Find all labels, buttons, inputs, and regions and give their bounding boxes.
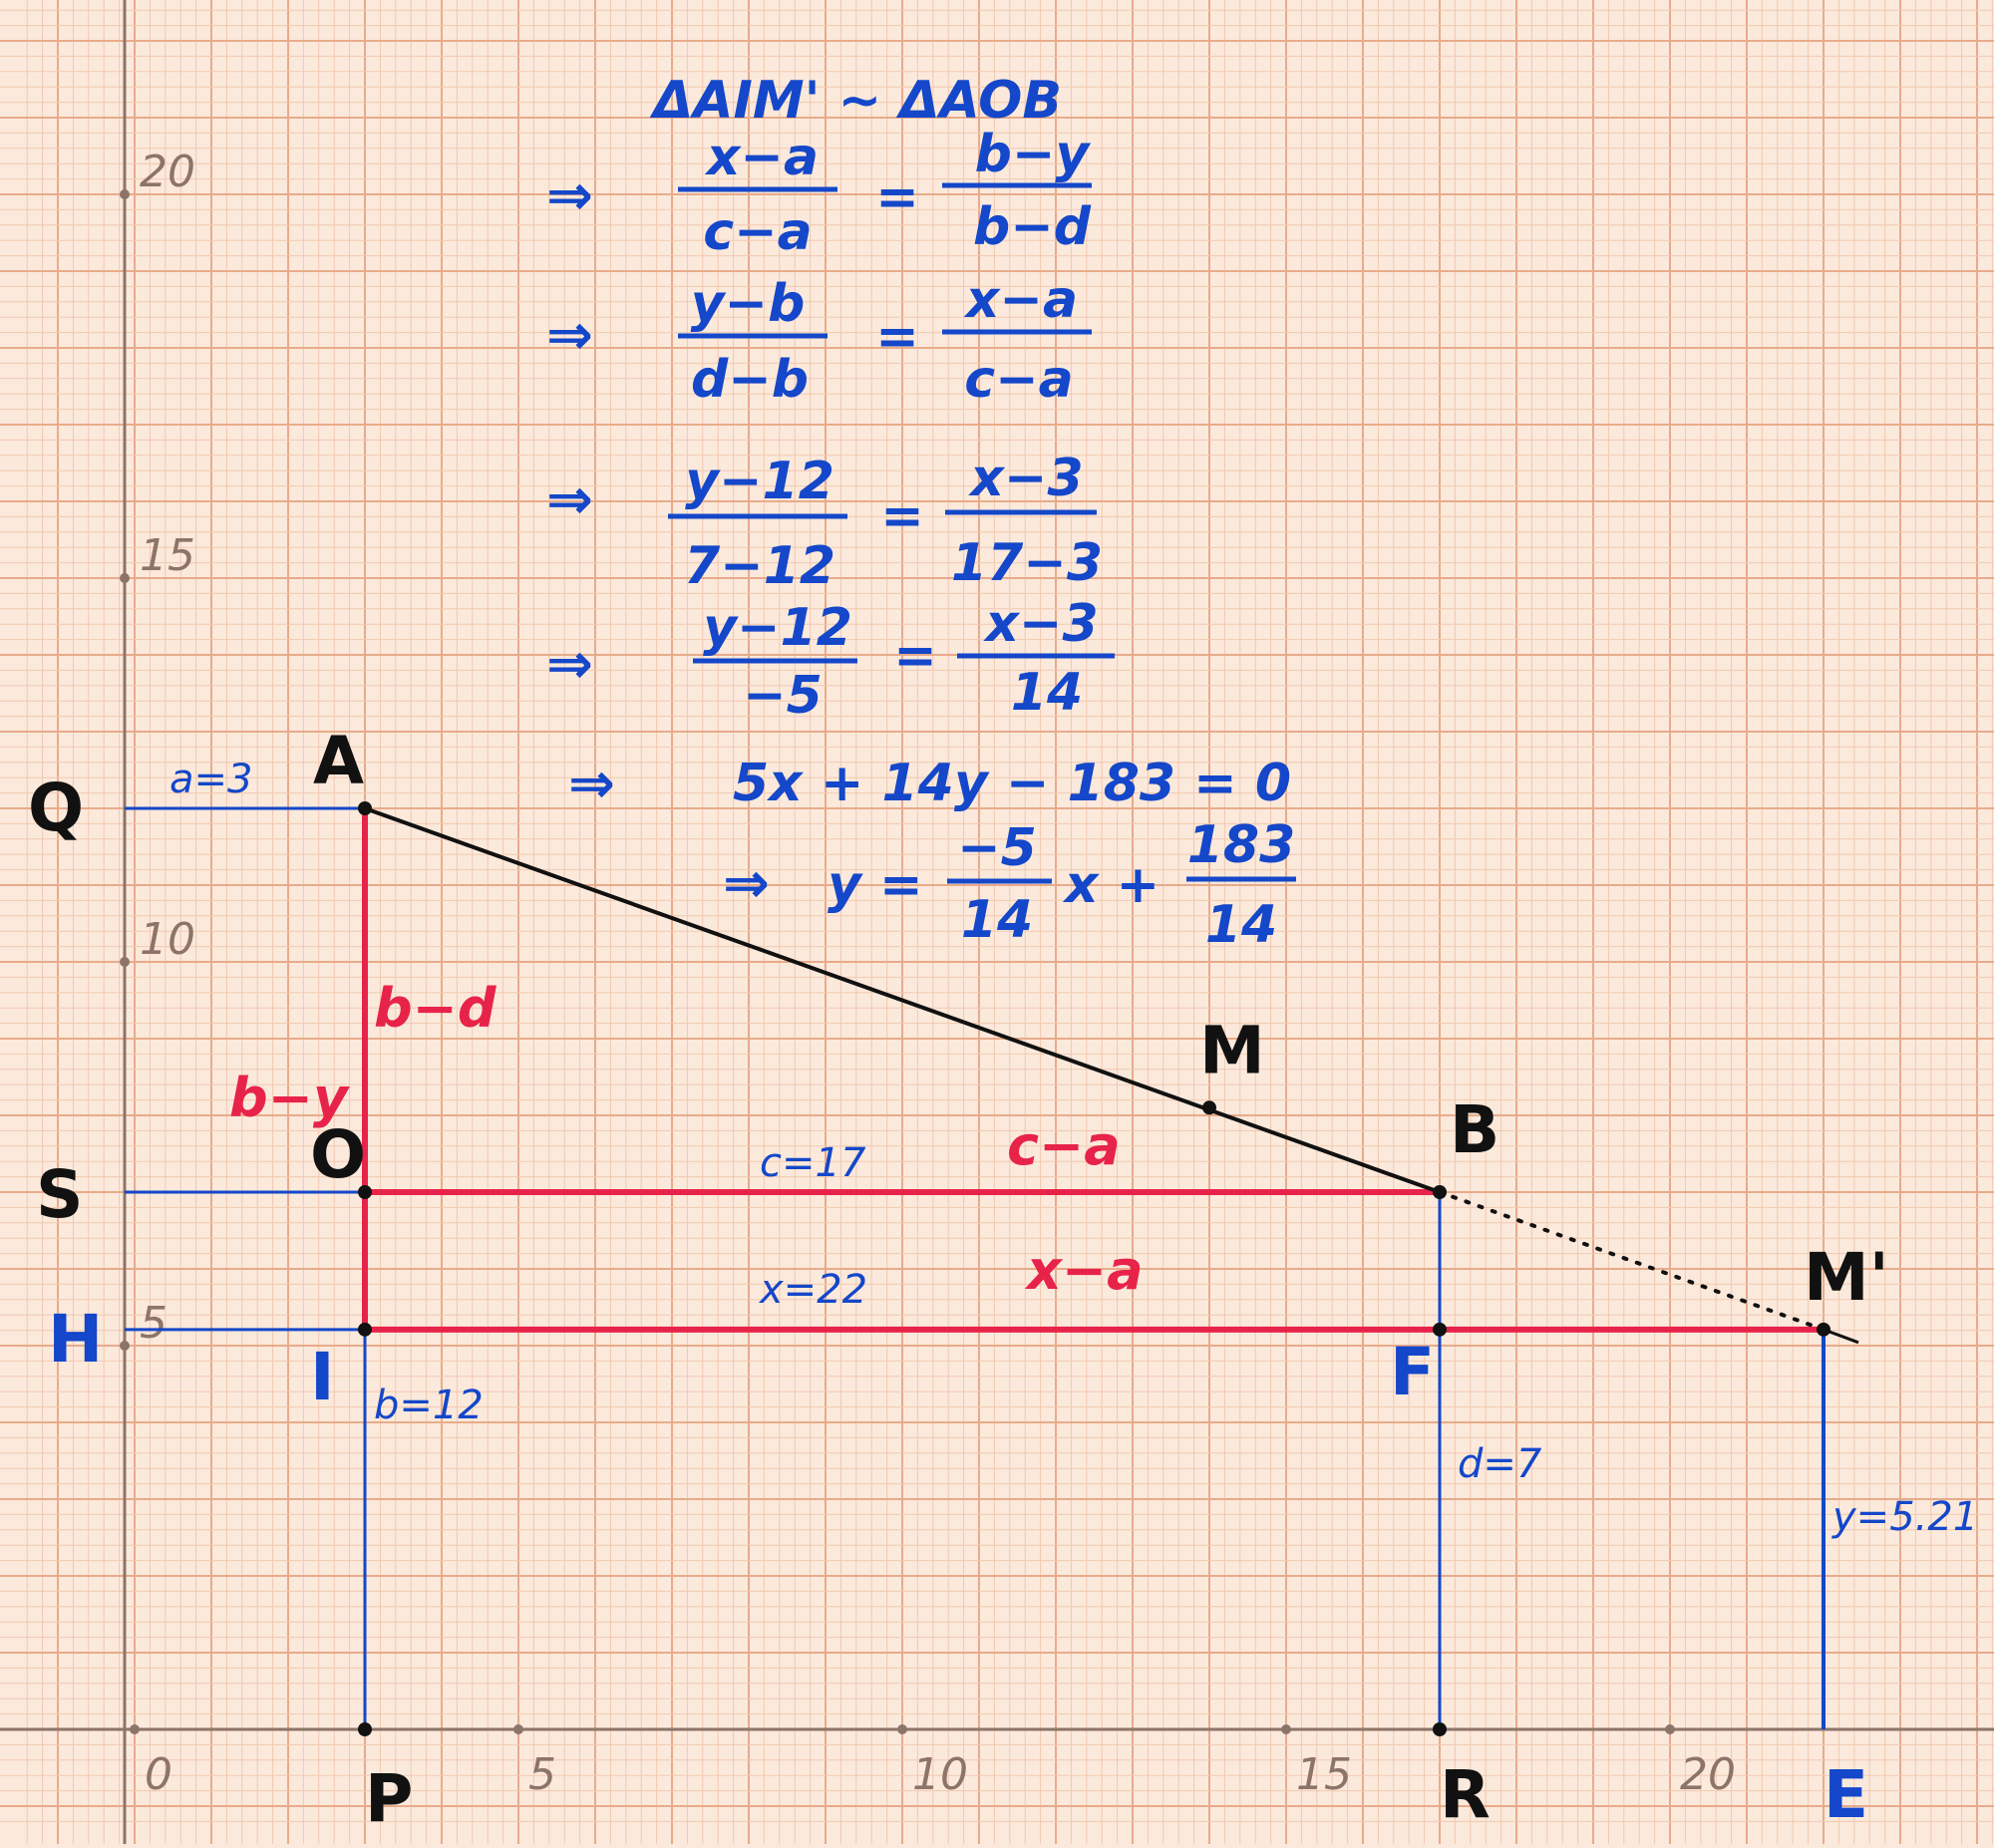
general-form-equation: 5x + 14y − 183 = 0 xyxy=(733,754,1291,813)
y-tick-mark xyxy=(120,573,130,583)
final-eq-frac1-denominator: 14 xyxy=(961,890,1033,950)
eq3-lhs-numerator: y−12 xyxy=(685,452,834,511)
final-eq-frac2-numerator: 183 xyxy=(1187,815,1296,875)
eq4-lhs-denominator: −5 xyxy=(743,666,823,726)
point-label-R: R xyxy=(1440,1756,1491,1833)
line-A-B xyxy=(364,806,1441,1194)
implies-arrow-5: ⇒ xyxy=(568,752,615,816)
point-dot-a xyxy=(358,801,372,815)
label-c: c=17 xyxy=(760,1140,866,1186)
point-dot-p xyxy=(358,1722,372,1736)
point-label-F: F xyxy=(1390,1334,1435,1410)
label-b-minus-y: b−y xyxy=(229,1067,351,1129)
implies-arrow-2: ⇒ xyxy=(546,303,593,368)
y-tick-label: 15 xyxy=(140,530,195,581)
axis-ticks: 0 5 10 15 20 5 10 15 20 xyxy=(120,147,1736,1800)
point-label-M: M xyxy=(1199,1012,1265,1088)
implies-arrow-6: ⇒ xyxy=(723,851,770,916)
x-tick-label: 5 xyxy=(528,1749,556,1800)
point-label-H: H xyxy=(48,1301,103,1378)
y-tick-label: 10 xyxy=(140,914,195,965)
eq1-rhs-denominator: b−d xyxy=(973,197,1092,257)
point-dot-i xyxy=(358,1322,372,1337)
point-label-B: B xyxy=(1450,1091,1499,1168)
point-dot-o xyxy=(358,1185,372,1199)
similarity-title: ΔAIM' ~ ΔAOB xyxy=(649,71,1062,131)
final-eq-frac1-numerator: −5 xyxy=(957,818,1037,878)
y-tick-label: 5 xyxy=(140,1298,167,1349)
point-dot-m xyxy=(1202,1100,1216,1115)
eq2-lhs-denominator: d−b xyxy=(691,350,809,410)
point-dot-f xyxy=(1433,1322,1447,1337)
eq4-rhs-denominator: 14 xyxy=(1011,663,1083,723)
x-tick-label: 20 xyxy=(1680,1749,1736,1800)
x-tick-label: 10 xyxy=(912,1749,968,1800)
final-eq-frac2-denominator: 14 xyxy=(1205,895,1277,955)
point-dot-b xyxy=(1433,1185,1447,1199)
label-y: y=5.21 xyxy=(1831,1494,1978,1540)
eq2-rhs-denominator: c−a xyxy=(964,350,1073,410)
x-tick-mark xyxy=(513,1724,523,1734)
label-b-minus-d: b−d xyxy=(374,977,498,1040)
eq3-lhs-denominator: 7−12 xyxy=(684,536,835,596)
final-eq-mid: x + xyxy=(1062,855,1160,915)
point-label-P: P xyxy=(365,1760,413,1837)
eq3-rhs-denominator: 17−3 xyxy=(951,533,1103,593)
x-tick-label: 15 xyxy=(1296,1749,1352,1800)
eq2-rhs-numerator: x−a xyxy=(963,270,1078,330)
point-label-A: A xyxy=(313,723,364,799)
y-tick-mark xyxy=(120,1341,130,1351)
derivation-block: ΔAIM' ~ ΔAOB ⇒ x−a c−a = b−y b−d ⇒ y−b d… xyxy=(546,71,1296,955)
eq1-lhs-denominator: c−a xyxy=(703,202,812,262)
label-a: a=3 xyxy=(169,757,252,802)
eq4-lhs-numerator: y−12 xyxy=(703,598,852,658)
implies-arrow-1: ⇒ xyxy=(546,163,593,228)
x-tick-label: 0 xyxy=(145,1749,172,1800)
y-tick-mark xyxy=(120,189,130,199)
point-label-I: I xyxy=(310,1339,335,1415)
eq3-rhs-numerator: x−3 xyxy=(967,449,1083,508)
point-label-E: E xyxy=(1824,1756,1868,1833)
label-x: x=22 xyxy=(758,1267,867,1313)
eq1-rhs-numerator: b−y xyxy=(975,125,1092,184)
y-tick-mark xyxy=(120,957,130,967)
eq1-lhs-numerator: x−a xyxy=(704,128,819,187)
final-eq-lhs: y = xyxy=(828,855,923,915)
implies-arrow-4: ⇒ xyxy=(546,632,593,697)
x-tick-mark xyxy=(130,1724,140,1734)
eq2-lhs-numerator: y−b xyxy=(691,274,806,334)
implies-arrow-3: ⇒ xyxy=(546,467,593,532)
eq3-equals: = xyxy=(880,486,924,546)
label-d: d=7 xyxy=(1458,1441,1542,1487)
label-b: b=12 xyxy=(374,1383,484,1428)
eq4-equals: = xyxy=(893,626,937,686)
eq1-equals: = xyxy=(875,167,919,227)
x-tick-mark xyxy=(897,1724,907,1734)
line-B-Mprime-dotted xyxy=(1438,1190,1826,1332)
x-tick-mark xyxy=(1665,1724,1675,1734)
label-x-minus-a: x−a xyxy=(1024,1239,1144,1302)
point-label-S: S xyxy=(36,1156,84,1233)
point-dot-m-prime xyxy=(1817,1322,1830,1337)
point-dots xyxy=(358,801,1830,1736)
label-c-minus-a: c−a xyxy=(1007,1114,1121,1177)
point-label-M-prime: M' xyxy=(1804,1239,1889,1316)
eq4-rhs-numerator: x−3 xyxy=(982,594,1098,654)
eq2-equals: = xyxy=(875,307,919,367)
y-tick-label: 20 xyxy=(140,147,195,197)
point-label-O: O xyxy=(310,1116,366,1193)
point-label-Q: Q xyxy=(28,770,84,846)
point-dot-r xyxy=(1433,1722,1447,1736)
x-tick-mark xyxy=(1281,1724,1291,1734)
